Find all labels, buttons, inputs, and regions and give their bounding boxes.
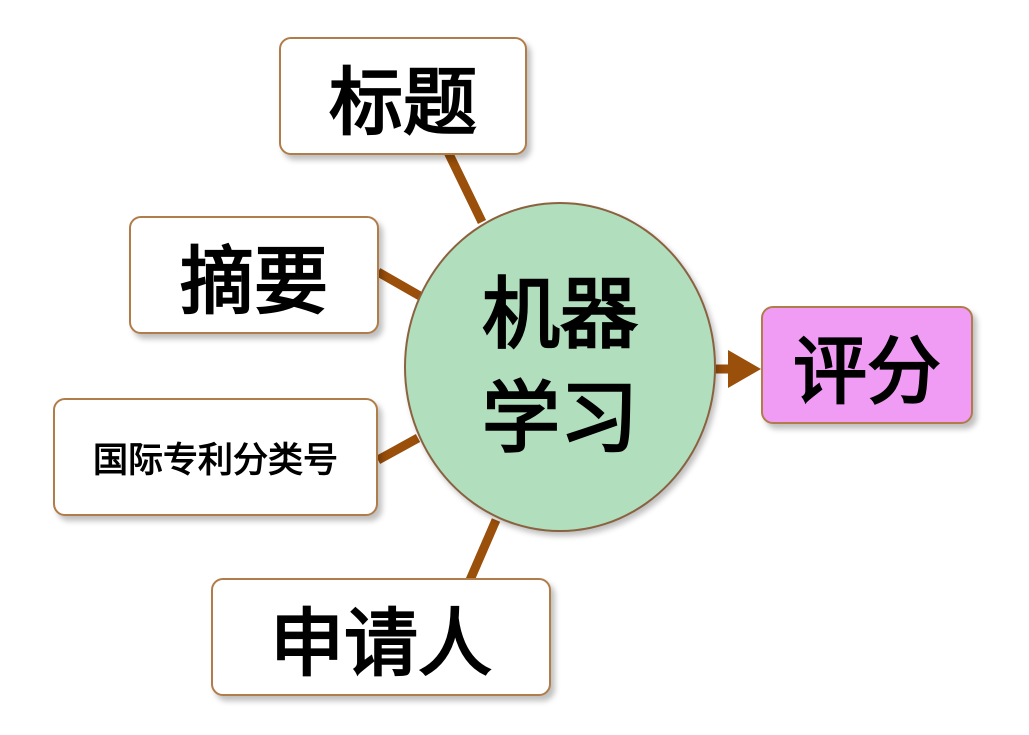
hub-label-line1: 机器 xyxy=(481,270,638,360)
input-box-applicant: 申请人 xyxy=(211,578,551,696)
input-box-ipc: 国际专利分类号 xyxy=(53,398,378,516)
output-box-score: 评分 xyxy=(761,306,973,424)
input-label-ipc: 国际专利分类号 xyxy=(92,440,338,481)
output-label-score: 评分 xyxy=(793,328,941,415)
input-box-abstract: 摘要 xyxy=(129,216,379,334)
hub-label-line2: 学习 xyxy=(481,374,638,464)
connector-abstract xyxy=(375,268,423,300)
arrowhead-icon xyxy=(728,350,761,388)
connector-ipc xyxy=(375,434,421,464)
connector-title xyxy=(443,150,487,224)
machine-learning-node: 机器 学习 xyxy=(404,202,716,532)
connector-applicant xyxy=(465,518,501,582)
input-label-applicant: 申请人 xyxy=(270,600,492,687)
input-box-title: 标题 xyxy=(279,37,527,155)
input-label-abstract: 摘要 xyxy=(180,238,328,325)
input-label-title: 标题 xyxy=(329,59,477,146)
